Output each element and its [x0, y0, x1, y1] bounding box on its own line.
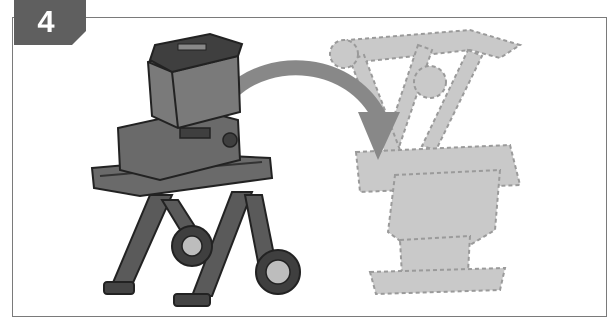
- ghost-shredder: [330, 30, 520, 294]
